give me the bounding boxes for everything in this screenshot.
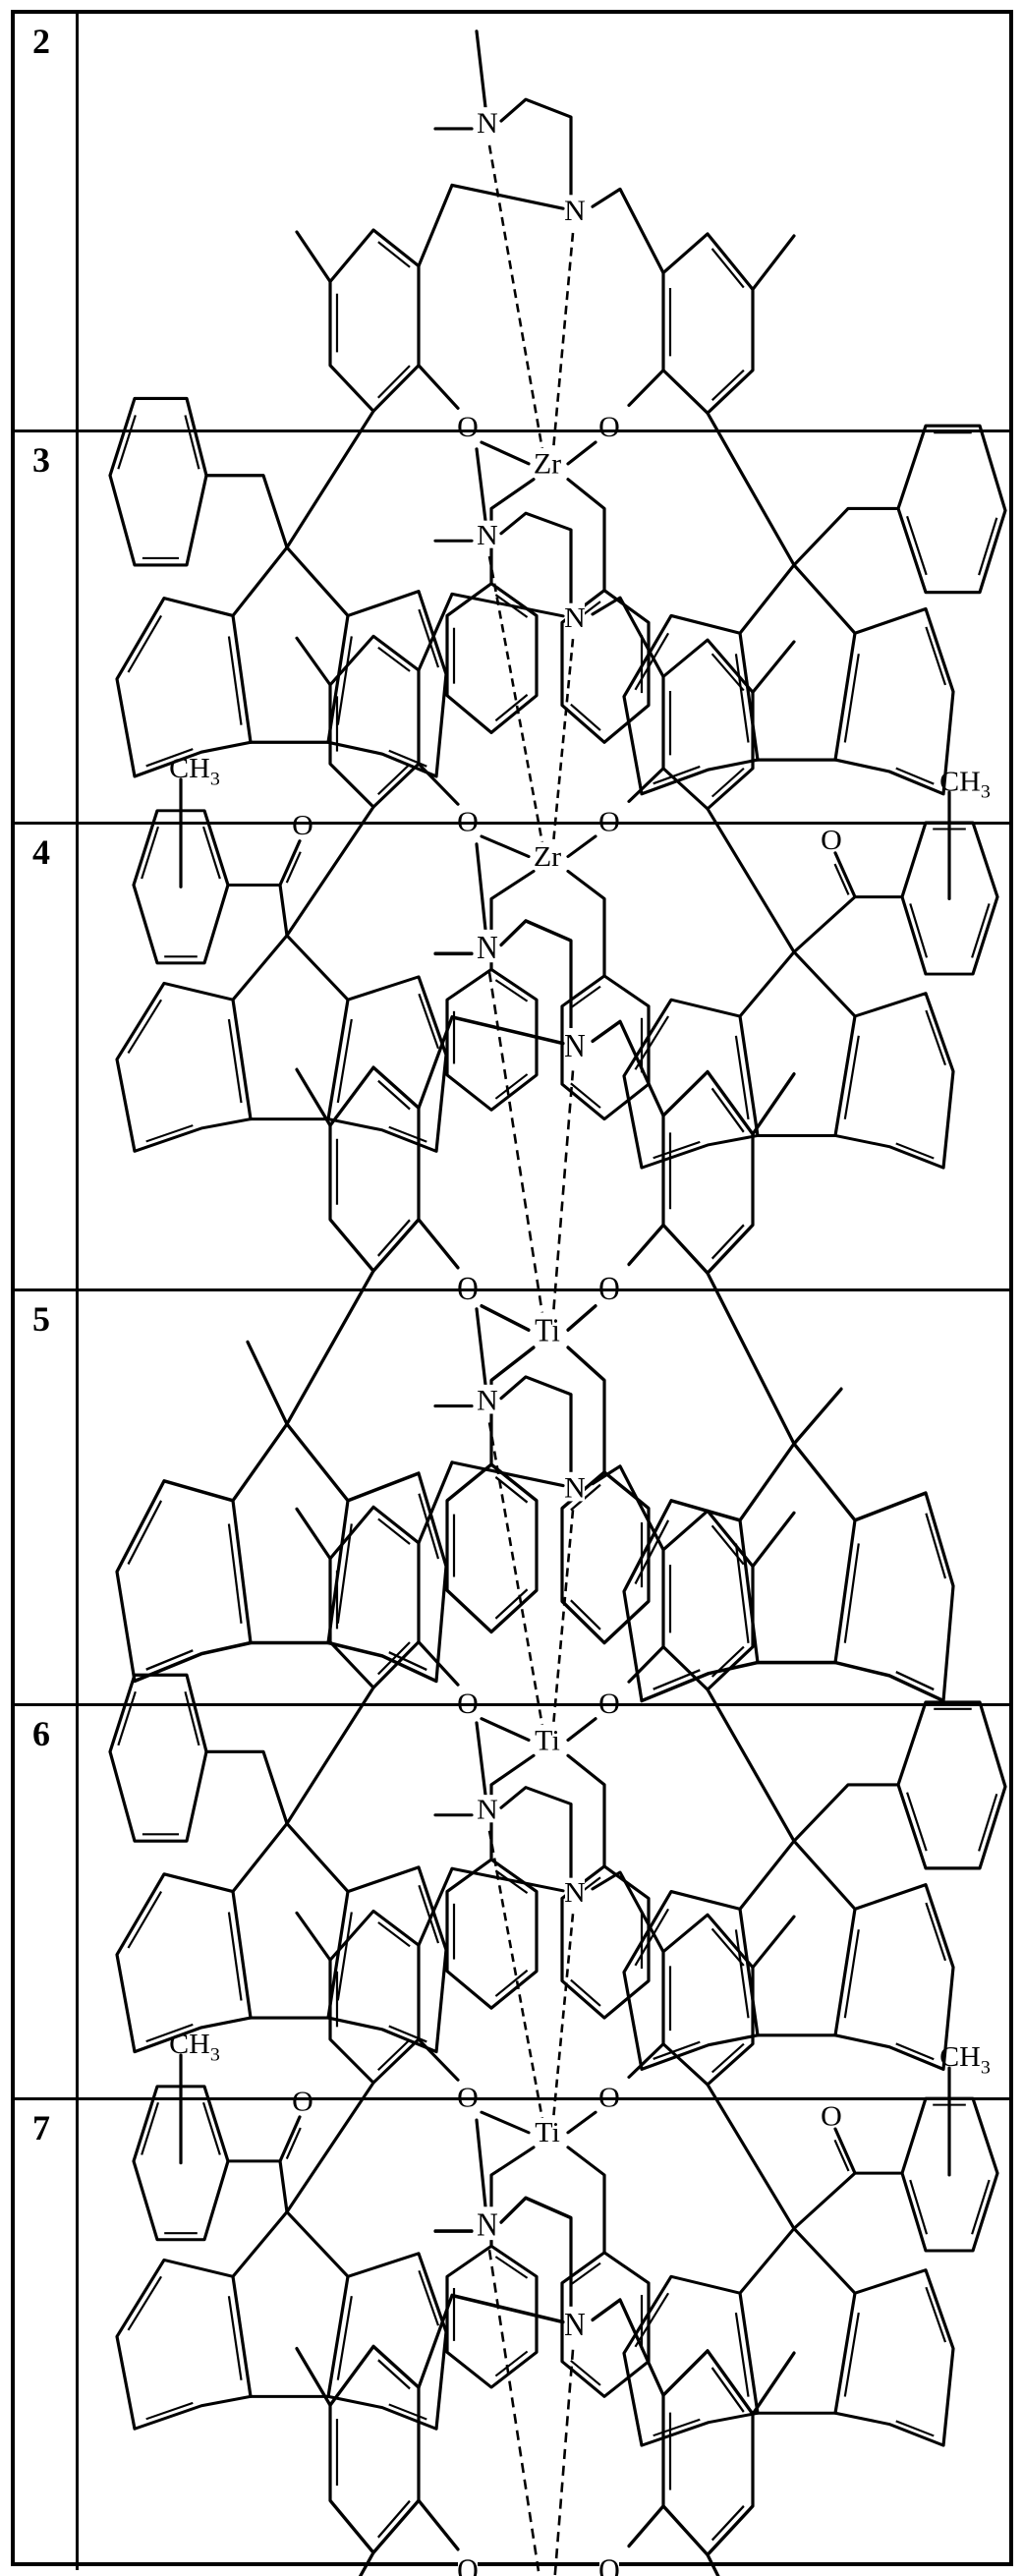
metal-label: Zr: [534, 448, 561, 481]
compound-number: 5: [32, 1299, 50, 1339]
oxygen-label: O: [457, 1271, 479, 1307]
compound-number-cell: 3: [15, 432, 79, 822]
oxygen-label: O: [598, 1271, 620, 1307]
compound-number: 7: [32, 2108, 50, 2147]
metal-label: Zr: [534, 842, 562, 873]
compound-number-cell: 4: [15, 825, 79, 1288]
structure-cell: N N O O Ti: [79, 825, 1009, 1703]
methyl-label: CH3: [939, 767, 991, 802]
nitrogen-label: N: [564, 2307, 586, 2343]
carbonyl-oxygen-label: O: [292, 2087, 313, 2117]
compound-number: 3: [32, 440, 50, 480]
compound-number-cell: 6: [15, 1706, 79, 2097]
table-row: 4 N N O O Ti: [15, 822, 1009, 1703]
carbonyl-oxygen-label: O: [292, 811, 313, 841]
oxygen-label: O: [598, 2552, 620, 2576]
methyl-label: CH3: [169, 754, 220, 789]
oxygen-label: O: [598, 411, 620, 443]
nitrogen-label: N: [477, 1385, 498, 1417]
compound-number: 6: [32, 1714, 50, 1753]
nitrogen-label: N: [564, 1472, 586, 1505]
compound-number-cell: 7: [15, 2100, 79, 2570]
metal-label: Ti: [535, 2118, 560, 2148]
compound-number-cell: 5: [15, 1291, 79, 1703]
nitrogen-label: N: [564, 1878, 586, 1909]
methyl-label: CH3: [939, 2042, 991, 2079]
methyl-label: CH3: [169, 2030, 220, 2066]
nitrogen-label: N: [477, 521, 498, 551]
nitrogen-label: N: [477, 2206, 498, 2243]
chemical-structure: N N O O Ti: [115, 842, 955, 1703]
table-row: 2 N N O O Zr: [15, 14, 1009, 796]
metal-label: Ti: [535, 1724, 560, 1756]
chemical-structure: NNOOHf: [295, 2118, 796, 2576]
structure-cell: NNOOHf: [79, 2100, 1009, 2576]
structure-cell: N N O O Zr: [79, 14, 1009, 796]
compound-number: 4: [32, 832, 50, 872]
oxygen-label: O: [457, 2552, 479, 2576]
compound-number-cell: 2: [15, 14, 79, 429]
nitrogen-label: N: [564, 1028, 586, 1064]
metal-label: Ti: [535, 1312, 560, 1348]
nitrogen-label: N: [564, 603, 586, 634]
nitrogen-label: N: [477, 1795, 498, 1825]
compound-number: 2: [32, 22, 50, 61]
carbonyl-oxygen-label: O: [821, 826, 842, 856]
oxygen-label: O: [457, 411, 479, 443]
nitrogen-label: N: [477, 107, 498, 140]
nitrogen-label: N: [477, 929, 498, 965]
chemical-structure: N N O O Zr: [108, 29, 1007, 796]
nitrogen-label: N: [564, 195, 586, 227]
carbonyl-oxygen-label: O: [821, 2101, 842, 2132]
table-row: 7 NNOOHf: [15, 2097, 1009, 2576]
